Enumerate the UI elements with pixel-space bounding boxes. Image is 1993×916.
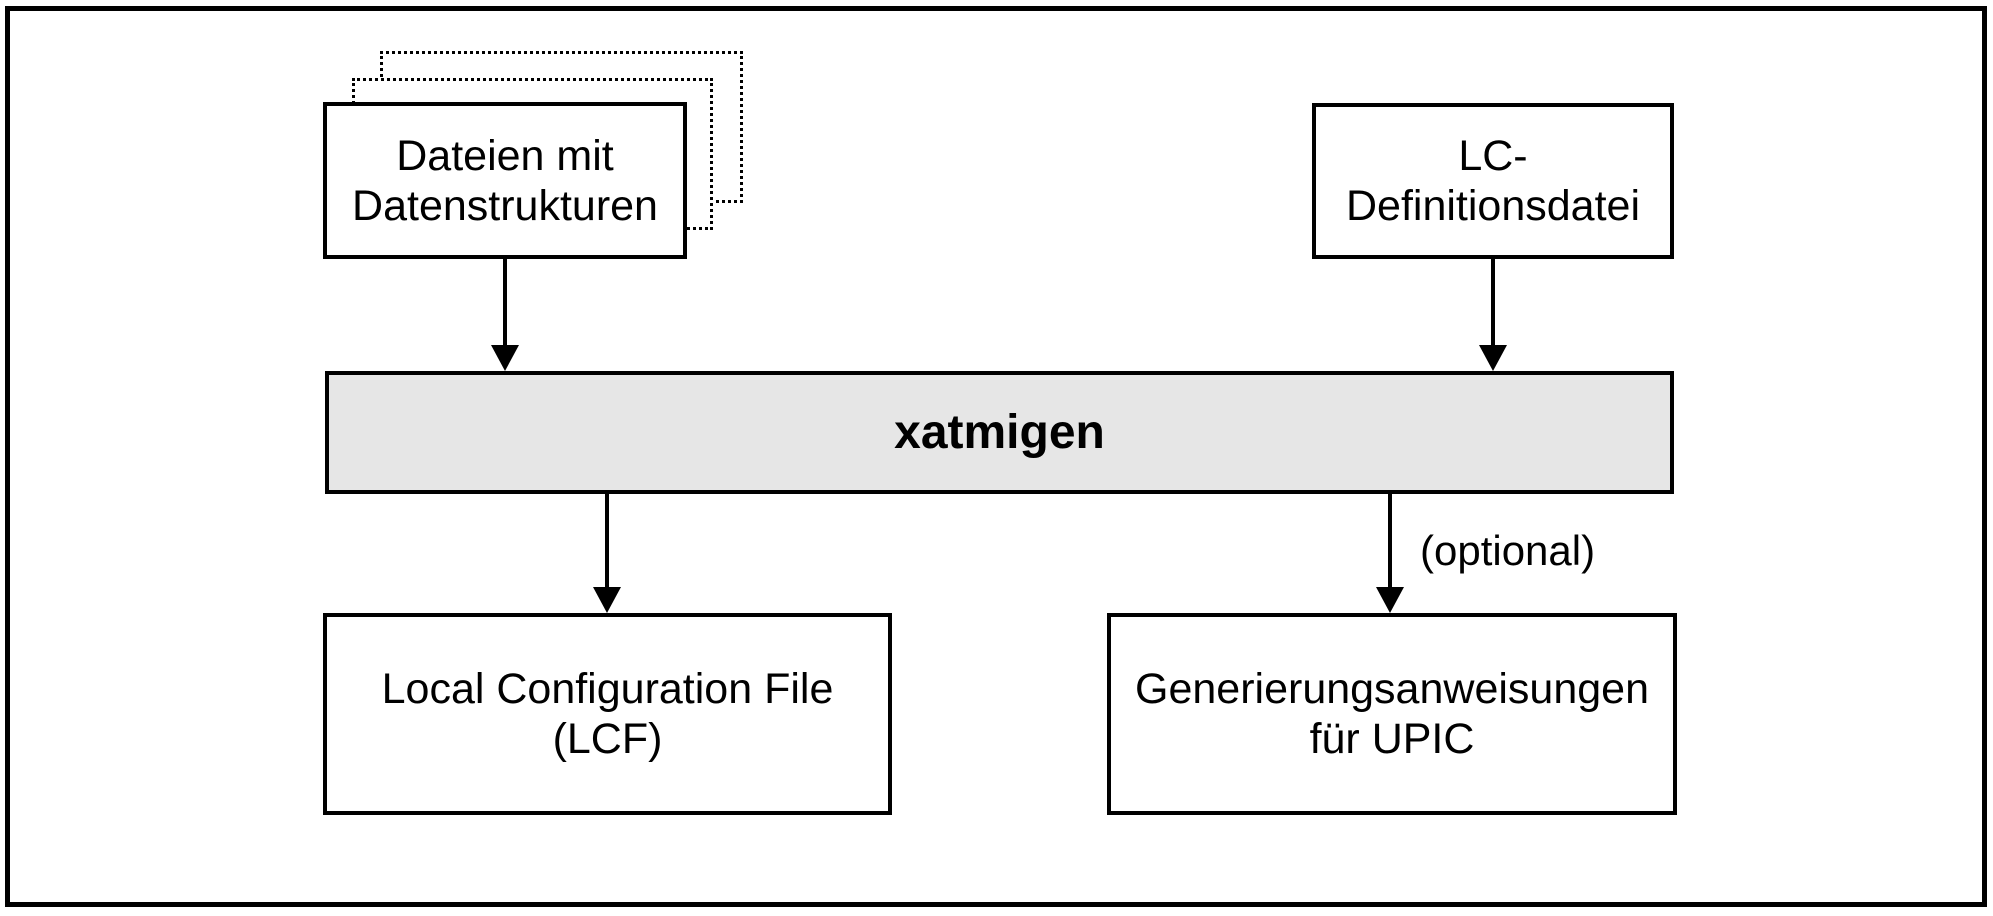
- node-label-line: für UPIC: [1309, 715, 1475, 763]
- arrow-down-xatmigen-to-generation: [1376, 494, 1404, 613]
- node-lc-definitionsdatei: LC- Definitionsdatei: [1312, 103, 1674, 259]
- arrow-head-down-icon: [1376, 587, 1404, 613]
- node-xatmigen-process-bar: xatmigen: [325, 371, 1674, 494]
- arrow-stem: [1491, 259, 1495, 347]
- arrow-down-lcdef-to-xatmigen: [1479, 259, 1507, 371]
- arrow-head-down-icon: [491, 345, 519, 371]
- node-label-line: Datenstrukturen: [352, 181, 658, 230]
- arrow-head-down-icon: [593, 587, 621, 613]
- arrow-head-down-icon: [1479, 345, 1507, 371]
- optional-annotation: (optional): [1420, 527, 1596, 574]
- node-label-line: Local Configuration File: [381, 665, 834, 713]
- node-generierungsanweisungen-upic: Generierungsanweisungen für UPIC: [1107, 613, 1677, 815]
- arrow-stem: [503, 259, 507, 347]
- arrow-stem: [605, 494, 609, 589]
- arrow-down-files-to-xatmigen: [491, 259, 519, 371]
- node-label-line: (LCF): [552, 715, 663, 763]
- arrow-stem: [1388, 494, 1392, 589]
- arrow-down-xatmigen-to-lcf: [593, 494, 621, 613]
- node-label-line: LC-: [1458, 132, 1528, 180]
- node-label-line: Generierungsanweisungen: [1135, 665, 1649, 713]
- node-label-line: Dateien mit: [396, 131, 614, 180]
- node-local-configuration-file: Local Configuration File (LCF): [323, 613, 892, 815]
- node-dateien-mit-datenstrukturen: Dateien mit Datenstrukturen: [323, 102, 687, 259]
- node-label-line: Definitionsdatei: [1345, 182, 1640, 230]
- process-label: xatmigen: [894, 405, 1105, 459]
